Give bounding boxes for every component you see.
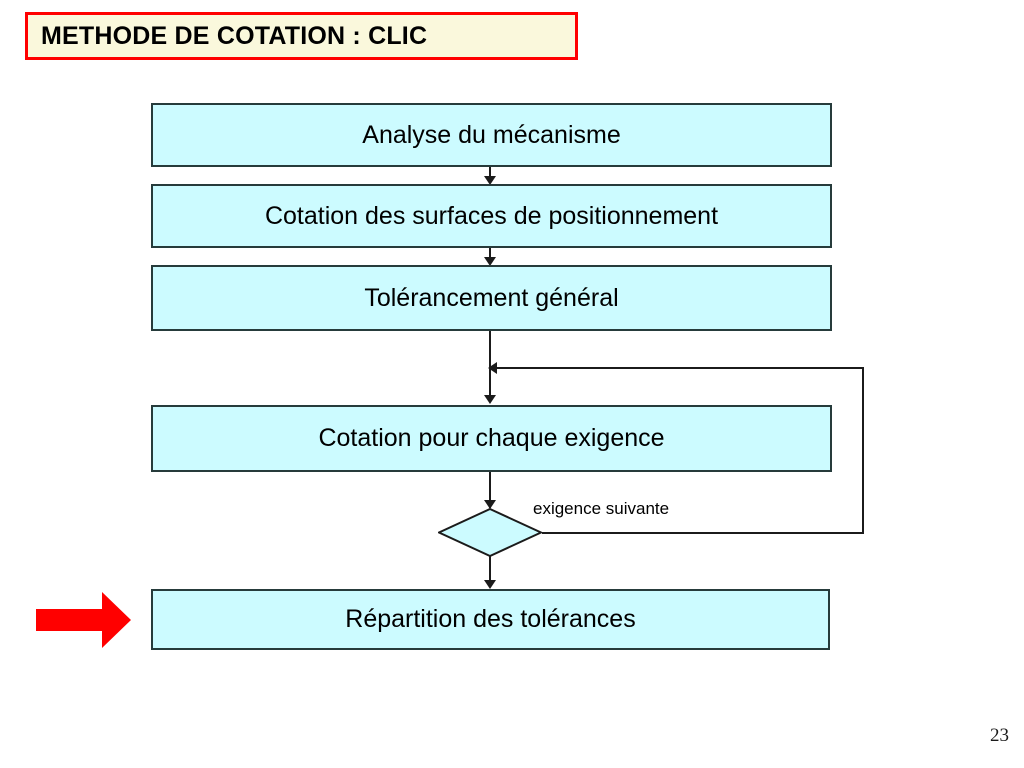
flow-node-label: Répartition des tolérances — [345, 605, 636, 633]
flow-node-cotation-chaque-exigence[interactable]: Cotation pour chaque exigence — [151, 405, 832, 472]
page-title: METHODE DE COTATION : CLIC — [41, 21, 428, 50]
slide-title-banner: METHODE DE COTATION : CLIC — [25, 12, 578, 60]
arrowhead-down-icon — [484, 580, 496, 589]
page-number: 23 — [990, 725, 1009, 746]
flow-node-label: Cotation des surfaces de positionnement — [264, 201, 719, 230]
flow-node-decision[interactable] — [438, 508, 542, 557]
flow-node-label: Tolérancement général — [364, 283, 619, 312]
pointer-arrow-shape — [36, 592, 131, 648]
connector-analyse-to-cotation-surf — [489, 167, 491, 178]
loop-segment-bottom — [542, 532, 864, 534]
loop-segment-top — [497, 367, 864, 369]
arrowhead-down-icon — [484, 395, 496, 404]
flow-node-label: Analyse du mécanisme — [362, 120, 621, 149]
loop-segment-right — [862, 367, 864, 534]
arrowhead-left-icon — [488, 362, 497, 374]
connector-decision-to-repartition — [489, 555, 491, 582]
flow-node-repartition-tolerances[interactable]: Répartition des tolérances — [151, 589, 830, 650]
red-right-arrow-icon — [36, 592, 131, 648]
diamond-shape — [438, 508, 542, 557]
flow-node-cotation-surfaces[interactable]: Cotation des surfaces de positionnement — [151, 184, 832, 248]
flow-node-analyse[interactable]: Analyse du mécanisme — [151, 103, 832, 167]
arrowhead-down-icon — [484, 257, 496, 266]
connector-cotation-exigence-to-decision — [489, 472, 491, 508]
loop-label-exigence-suivante: exigence suivante — [533, 499, 670, 518]
connector-cotation-surf-to-tolerancement — [489, 248, 491, 259]
flow-node-tolerancement-general[interactable]: Tolérancement général — [151, 265, 832, 331]
arrowhead-down-icon — [484, 500, 496, 509]
flow-node-label: Cotation pour chaque exigence — [318, 424, 665, 452]
arrowhead-down-icon — [484, 176, 496, 185]
